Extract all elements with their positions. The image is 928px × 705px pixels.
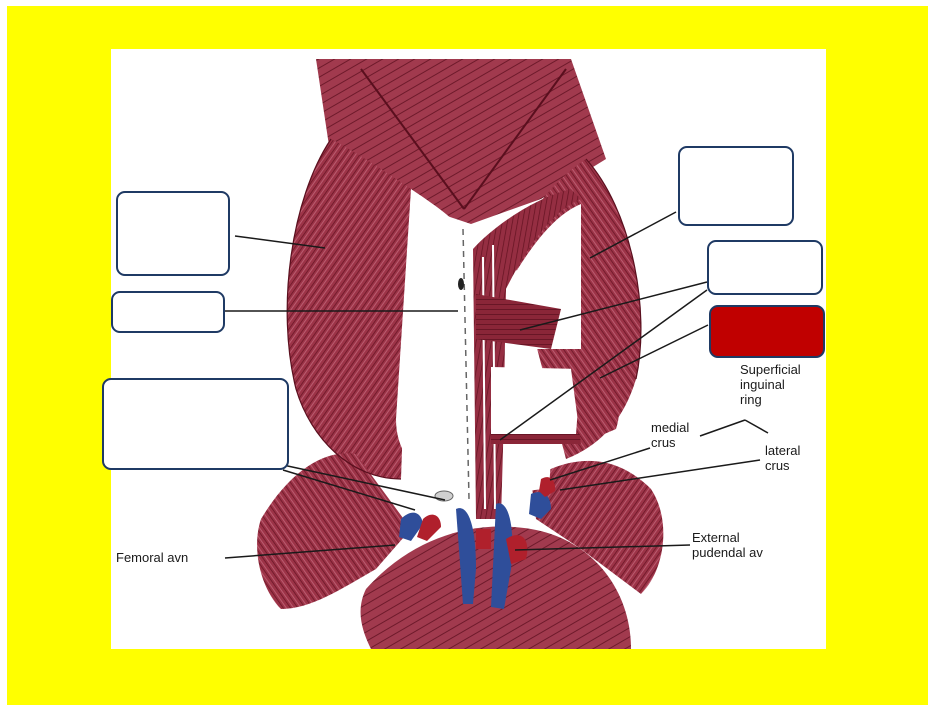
blank-label-box-right-upper[interactable] xyxy=(678,146,794,226)
lateral-crus-label: lateral crus xyxy=(765,443,801,473)
left-aponeurosis xyxy=(396,189,463,504)
blank-label-box-right-middle[interactable] xyxy=(707,240,823,295)
left-femoral-vein xyxy=(399,512,423,541)
right-femoral-artery xyxy=(539,477,556,497)
linea-alba xyxy=(462,228,470,500)
femoral-avn-label: Femoral avn xyxy=(116,550,189,565)
blank-label-box-left-upper[interactable] xyxy=(116,191,230,276)
filled-label-box-red[interactable] xyxy=(709,305,825,358)
pudendal-artery xyxy=(491,503,513,609)
superficial-inguinal-ring-label: Superficial inguinal ring xyxy=(740,362,801,407)
external-pudendal-av-label: External pudendal av xyxy=(692,530,763,560)
left-external-oblique-muscle xyxy=(287,139,411,479)
medial-crus-label: medial crus xyxy=(651,420,690,450)
right-thigh-muscle xyxy=(531,460,664,594)
right-femoral-vein xyxy=(529,492,551,519)
blank-label-box-left-lower[interactable] xyxy=(102,378,289,470)
left-femoral-artery xyxy=(417,514,441,541)
pudendal-vein xyxy=(456,508,476,604)
lymph-node xyxy=(434,490,454,502)
blank-label-box-left-middle[interactable] xyxy=(111,291,225,333)
umbilicus xyxy=(458,278,464,290)
